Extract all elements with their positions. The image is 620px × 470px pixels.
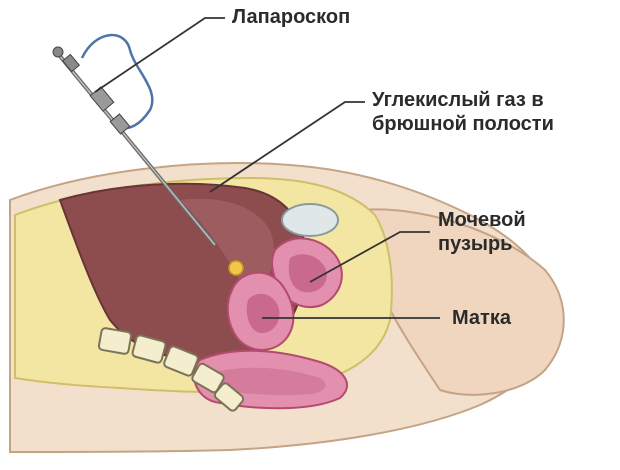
- uterus-inner: [246, 293, 280, 334]
- leader-bladder: [309, 231, 430, 283]
- label-co2: Углекислый газ в брюшной полости: [372, 88, 554, 136]
- label-bladder-line-1: Мочевой: [438, 209, 526, 231]
- bladder-inner: [288, 254, 327, 293]
- label-co2-line-1: Углекислый газ в: [372, 89, 544, 111]
- label-bladder-line-2: пузырь: [438, 233, 513, 255]
- laparoscope: [52, 46, 217, 247]
- label-laparoscope-text: Лапароскоп: [232, 6, 351, 28]
- label-uterus: Матка: [452, 306, 511, 330]
- leader-laparoscope: [94, 17, 225, 93]
- pubic-bone: [281, 203, 339, 237]
- rectum-inner: [209, 367, 326, 396]
- label-laparoscope: Лапароскоп: [232, 5, 350, 29]
- ovary: [228, 260, 244, 276]
- leader-lines: [94, 17, 440, 319]
- label-co2-line-2: брюшной полости: [372, 113, 554, 135]
- spine: [97, 327, 245, 412]
- label-bladder: Мочевой пузырь: [438, 208, 526, 256]
- label-uterus-text: Матка: [452, 307, 511, 329]
- leader-co2: [209, 101, 365, 193]
- laparoscope-cable: [80, 33, 154, 130]
